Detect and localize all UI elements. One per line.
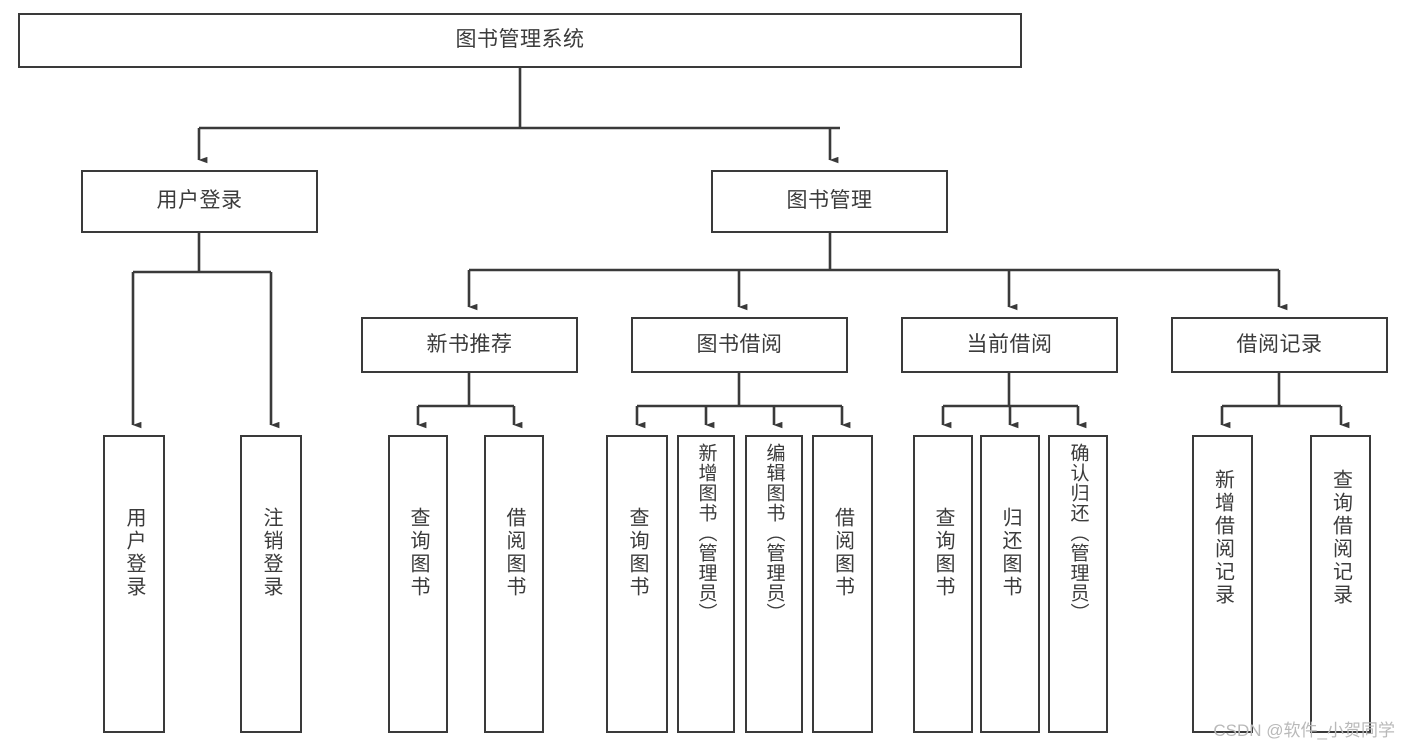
leaf-query-book-1-label: 查询图书	[407, 507, 429, 599]
leaf-edit-book-label: 编辑图书（管理员）	[763, 443, 785, 623]
leaf-borrow-book-1[interactable]: 借阅图书	[484, 435, 544, 733]
leaf-add-book-label: 新增图书（管理员）	[695, 443, 717, 623]
leaf-logout-login[interactable]: 注销登录	[240, 435, 302, 733]
leaf-add-record-label: 新增借阅记录	[1211, 469, 1234, 607]
leaf-query-record-label: 查询借阅记录	[1329, 469, 1352, 607]
leaf-borrow-book-2-label: 借阅图书	[831, 507, 854, 599]
node-root-label: 图书管理系统	[455, 28, 585, 52]
node-root[interactable]: 图书管理系统	[18, 13, 1022, 68]
leaf-confirm-return-label: 确认归还（管理员）	[1067, 443, 1089, 623]
leaf-borrow-book-2[interactable]: 借阅图书	[812, 435, 873, 733]
node-book-borrow-label: 图书借阅	[696, 332, 783, 356]
leaf-return-book-label: 归还图书	[999, 507, 1021, 599]
leaf-add-record[interactable]: 新增借阅记录	[1192, 435, 1253, 733]
leaf-logout-login-label: 注销登录	[260, 507, 282, 599]
leaf-query-record[interactable]: 查询借阅记录	[1310, 435, 1371, 733]
leaf-return-book[interactable]: 归还图书	[980, 435, 1040, 733]
node-book-management[interactable]: 图书管理	[711, 170, 948, 233]
node-new-book-recommend-label: 新书推荐	[426, 332, 513, 356]
node-user-login[interactable]: 用户登录	[81, 170, 318, 233]
node-user-login-label: 用户登录	[156, 189, 243, 213]
leaf-add-book[interactable]: 新增图书（管理员）	[677, 435, 735, 733]
leaf-user-login-label: 用户登录	[123, 507, 145, 599]
leaf-query-book-1[interactable]: 查询图书	[388, 435, 448, 733]
node-book-borrow[interactable]: 图书借阅	[631, 317, 848, 373]
leaf-query-book-2[interactable]: 查询图书	[606, 435, 668, 733]
node-new-book-recommend[interactable]: 新书推荐	[361, 317, 578, 373]
leaf-borrow-book-1-label: 借阅图书	[503, 507, 525, 599]
node-current-borrow-label: 当前借阅	[966, 332, 1053, 356]
node-current-borrow[interactable]: 当前借阅	[901, 317, 1118, 373]
node-borrow-record[interactable]: 借阅记录	[1171, 317, 1388, 373]
node-borrow-record-label: 借阅记录	[1236, 332, 1323, 356]
leaf-query-book-3-label: 查询图书	[932, 507, 954, 599]
leaf-user-login[interactable]: 用户登录	[103, 435, 165, 733]
node-book-management-label: 图书管理	[786, 189, 873, 213]
leaf-query-book-3[interactable]: 查询图书	[913, 435, 973, 733]
leaf-edit-book[interactable]: 编辑图书（管理员）	[745, 435, 803, 733]
leaf-confirm-return[interactable]: 确认归还（管理员）	[1048, 435, 1108, 733]
leaf-query-book-2-label: 查询图书	[626, 507, 648, 599]
